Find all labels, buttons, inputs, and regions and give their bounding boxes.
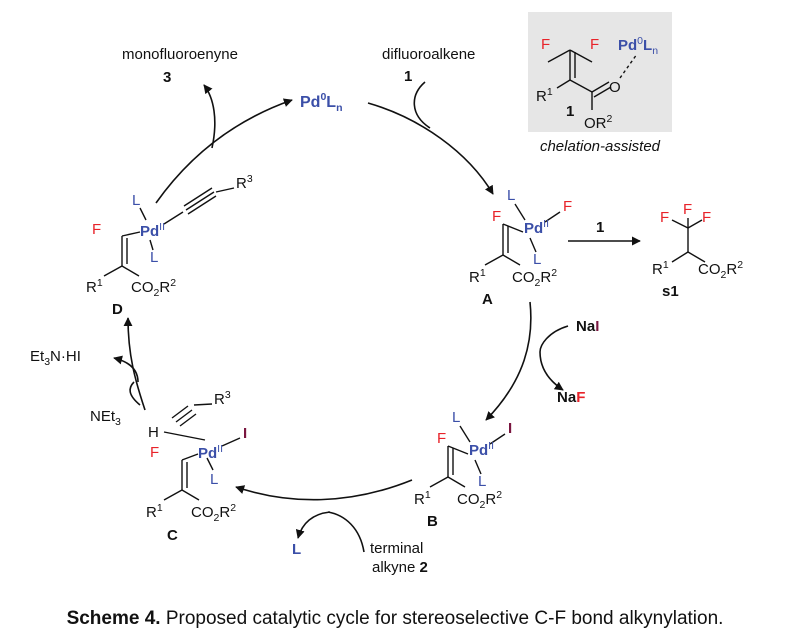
released-ligand: L [292,541,301,558]
svg-text:L: L [210,471,218,488]
substrate-name: difluoroalkene [382,46,475,63]
arrow-alkyne-entry [327,511,365,553]
svg-text:R3: R3 [236,173,253,192]
caption-bold: Scheme 4. [66,608,161,629]
D-palladium: PdII [140,221,165,240]
scheme-caption: Scheme 4. Proposed catalytic cycle for s… [0,608,790,630]
svg-text:L: L [507,187,515,204]
alkyne-label-line2: alkyne 2 [372,559,428,576]
arrow-ligand-release [295,511,331,539]
inset-compound-number: 1 [566,103,574,120]
inset-f-right: F [590,36,599,53]
arrow-naf-release [539,351,564,391]
C-palladium: PdII [198,443,223,462]
svg-text:F: F [492,208,501,225]
label-D: D [112,301,123,318]
arrow-nai-entry [539,325,569,353]
svg-text:L: L [478,473,486,490]
svg-text:F: F [660,209,669,226]
intermediate-D: F L PdII L R3 R1 CO2R2 D [86,173,253,318]
cycle-arc-oxidative-addition [367,102,494,195]
svg-text:R3: R3 [214,389,231,408]
catalyst-pd0ln: Pd0Ln [300,91,343,114]
cycle-arc-transmetalation [235,479,413,501]
label-A: A [482,291,493,308]
svg-text:F: F [563,198,572,215]
caption-text: Proposed catalytic cycle for stereoselec… [160,608,724,629]
inset-r1: R1 [536,86,553,105]
svg-text:CO2R2: CO2R2 [698,259,743,281]
svg-text:L: L [150,249,158,266]
inset-o: O [609,79,621,96]
svg-text:F: F [92,221,101,238]
inset-caption: chelation-assisted [540,138,661,155]
svg-text:R1: R1 [469,267,486,286]
B-palladium: PdII [469,440,494,459]
intermediate-C: F H R3 PdII I L R1 CO2R2 C [146,389,247,544]
svg-text:L: L [132,192,140,209]
intermediate-A: F L PdII F L R1 CO2R2 A [469,187,572,308]
intermediate-B: F L PdII I L R1 CO2R2 B [414,409,512,530]
reagent-nai: NaI [576,318,599,335]
svg-text:F: F [702,209,711,226]
svg-text:F: F [683,201,692,218]
svg-text:CO2R2: CO2R2 [512,267,557,289]
svg-text:R1: R1 [86,277,103,296]
inset-or2: OR2 [584,113,613,132]
product-number: 3 [163,69,171,86]
svg-text:L: L [452,409,460,426]
svg-text:R1: R1 [652,259,669,278]
svg-text:H: H [148,424,159,441]
inset-pd0ln: Pd0Ln [618,35,658,57]
product-name: monofluoroenyne [122,46,238,63]
reagent-net3: NEt3 [90,408,121,428]
chelation-inset: F F R1 1 O OR2 Pd0Ln chelation-assisted [528,12,672,155]
svg-text:R1: R1 [146,502,163,521]
arrow-substrate-entry [413,81,431,129]
svg-text:CO2R2: CO2R2 [191,502,236,524]
svg-text:R1: R1 [414,489,431,508]
byproduct-naf: NaF [557,389,585,406]
byproduct-et3nhi: Et3N·HI [30,348,81,368]
alkyne-label-line1: terminal [370,540,423,557]
substrate-number: 1 [404,68,412,85]
svg-text:CO2R2: CO2R2 [131,277,176,299]
arrow-et3nhi-release [113,355,139,383]
svg-text:F: F [437,430,446,447]
inset-f-left: F [541,36,550,53]
side-product-s1: F F F R1 CO2R2 s1 [652,201,743,300]
side-reagent-number: 1 [596,219,604,236]
cycle-arc-reductive-elimination [155,98,293,204]
label-C: C [167,527,178,544]
label-s1: s1 [662,283,679,300]
inset-background [528,12,672,132]
svg-text:I: I [243,425,247,442]
svg-text:CO2R2: CO2R2 [457,489,502,511]
cycle-arc-deprotonation [123,317,146,411]
cycle-arc-halide-exchange [485,301,532,421]
svg-text:F: F [150,444,159,461]
arrow-product-release [203,84,216,149]
A-palladium: PdII [524,218,549,237]
arrow-net3-entry [129,381,141,406]
label-B: B [427,513,438,530]
svg-text:L: L [533,251,541,268]
svg-text:I: I [508,420,512,437]
